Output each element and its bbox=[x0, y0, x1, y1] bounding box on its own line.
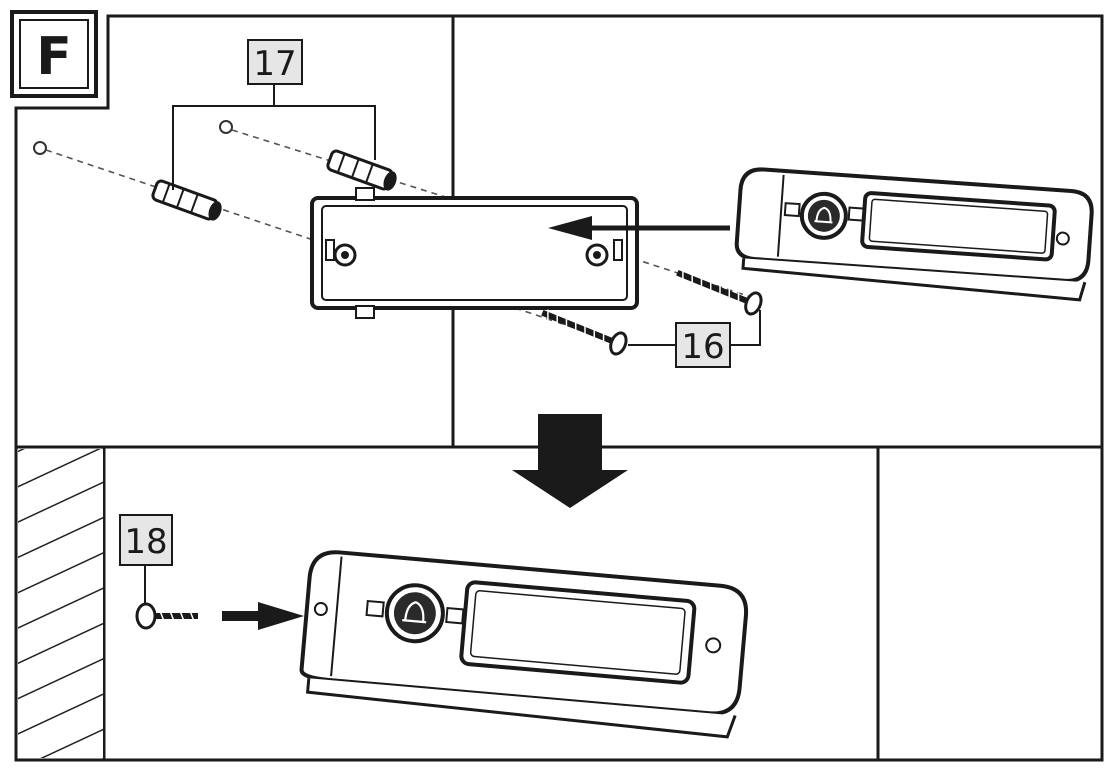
screw-icon bbox=[135, 602, 198, 630]
screw-icon bbox=[541, 309, 628, 356]
step-letter: F bbox=[36, 27, 72, 87]
screw-icon bbox=[676, 269, 763, 316]
drill-hole-right bbox=[219, 120, 233, 134]
callout-17: 17 bbox=[172, 39, 376, 190]
callout-16-label: 16 bbox=[681, 327, 724, 367]
wall-plug-icon bbox=[326, 149, 397, 191]
back-plate bbox=[310, 187, 639, 319]
arrow-left-icon bbox=[548, 216, 730, 240]
callout-18: 18 bbox=[119, 514, 173, 604]
step-label: F bbox=[10, 10, 98, 98]
bell-icon bbox=[384, 583, 445, 644]
bell-icon bbox=[799, 191, 848, 240]
wall-hatch bbox=[18, 449, 103, 758]
arrow-right-icon bbox=[222, 602, 304, 630]
doorbell-unit-top bbox=[734, 167, 1094, 302]
drill-hole-left bbox=[33, 141, 47, 155]
callout-17-label: 17 bbox=[253, 44, 296, 84]
arrow-down-icon bbox=[512, 414, 628, 508]
callout-18-label: 18 bbox=[124, 522, 167, 562]
callout-16: 16 bbox=[628, 310, 761, 368]
doorbell-unit-bottom bbox=[299, 550, 749, 739]
wall-plug-icon bbox=[151, 179, 222, 221]
